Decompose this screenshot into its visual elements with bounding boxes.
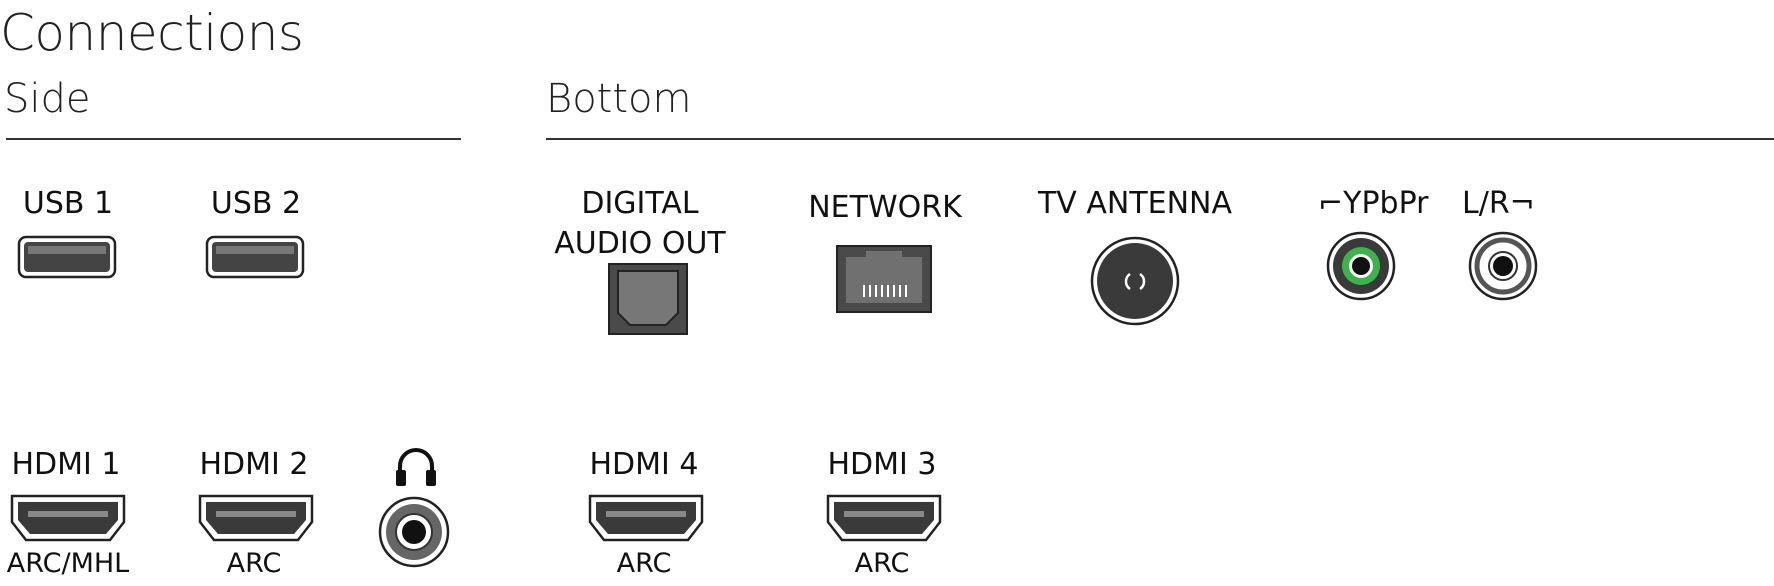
lr-label: L/R¬ <box>1462 186 1535 221</box>
hdmi4-label: HDMI 4 <box>589 447 699 482</box>
page-title: Connections <box>0 4 304 62</box>
hdmi2-sub-label: ARC <box>226 548 282 579</box>
ethernet-port-icon <box>836 245 932 313</box>
usb1-label: USB 1 <box>22 186 114 221</box>
ypbpr-port-icon <box>1326 231 1396 301</box>
digital-audio-out-label-line1: DIGITAL <box>581 186 699 221</box>
side-section-title: Side <box>4 76 91 122</box>
usb2-label: USB 2 <box>210 186 302 221</box>
hdmi3-label: HDMI 3 <box>827 447 937 482</box>
side-divider <box>6 138 461 140</box>
usb1-port-icon <box>17 235 117 279</box>
ypbpr-label: ⌐YPbPr <box>1318 186 1429 221</box>
headphone-jack-icon <box>378 496 450 568</box>
optical-port-icon <box>608 263 688 335</box>
hdmi3-port-icon <box>826 494 942 542</box>
headphones-icon <box>396 448 436 486</box>
tv-antenna-label: TV ANTENNA <box>1037 186 1233 221</box>
hdmi4-sub-label: ARC <box>616 548 672 579</box>
bottom-divider <box>546 138 1774 140</box>
hdmi4-port-icon <box>588 494 704 542</box>
bottom-section-title: Bottom <box>546 76 692 122</box>
hdmi1-sub-label: ARC/MHL <box>6 548 130 579</box>
network-label: NETWORK <box>808 190 962 225</box>
usb2-port-icon <box>205 235 305 279</box>
hdmi3-sub-label: ARC <box>854 548 910 579</box>
antenna-port-icon <box>1090 236 1180 326</box>
lr-port-icon <box>1468 231 1538 301</box>
hdmi2-label: HDMI 2 <box>199 447 309 482</box>
hdmi1-label: HDMI 1 <box>11 447 121 482</box>
hdmi1-port-icon <box>10 494 126 542</box>
hdmi2-port-icon <box>198 494 314 542</box>
digital-audio-out-label-line2: AUDIO OUT <box>554 226 726 261</box>
